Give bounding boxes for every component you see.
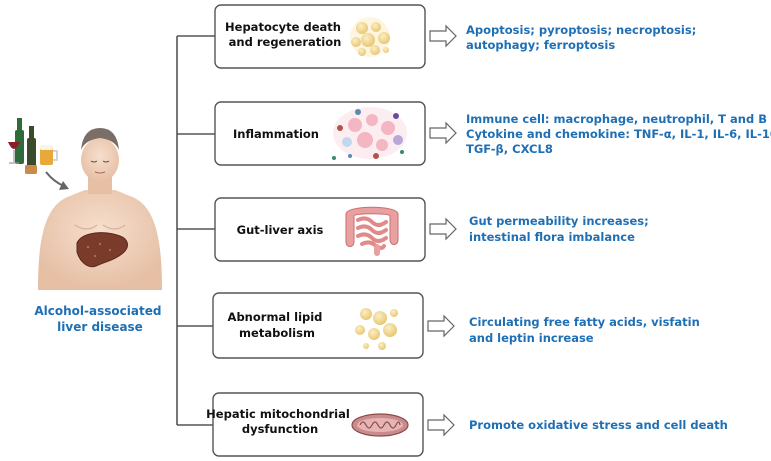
branch-hepatocyte-death: Hepatocyte death and regeneration Apopto… (214, 4, 700, 69)
branch-abnormal-lipid-metabolism: Abnormal lipid metabolism Circulating fr… (212, 292, 704, 359)
mechanism-label: Inflammation (233, 127, 319, 141)
mechanism-box (212, 392, 424, 457)
branch-inflammation: Inflammation Immune cell: macrophage, ne… (214, 101, 771, 166)
mechanism-label: Hepatic mitochondrial dysfunction (206, 407, 354, 436)
lipid-droplets-icon (355, 308, 398, 350)
liver-icon (76, 232, 128, 268)
arrow-right-icon (429, 24, 457, 48)
tree-connector (176, 35, 215, 426)
mechanism-label: Hepatocyte death and regeneration (225, 20, 345, 49)
immune-cells-icon (332, 107, 407, 160)
intestine-icon (345, 206, 399, 256)
hepatocyte-cells-icon (350, 17, 390, 57)
outcome-text: Immune cell: macrophage, neutrophil, T a… (466, 112, 771, 156)
disease-title: Alcohol-associated liver disease (34, 304, 165, 334)
human-body-icon (38, 128, 162, 290)
mechanism-label: Abnormal lipid metabolism (228, 310, 327, 340)
branch-mitochondrial-dysfunction: Hepatic mitochondrial dysfunction Promot… (206, 392, 728, 457)
mitochondrion-icon (351, 413, 409, 437)
outcome-text: Gut permeability increases; intestinal f… (469, 214, 653, 244)
mechanism-label: Gut-liver axis (237, 223, 324, 237)
arrow-to-body-icon (45, 171, 69, 190)
outcome-text: Apoptosis; pyroptosis; necroptosis; auto… (466, 23, 700, 52)
branch-gut-liver-axis: Gut-liver axis Gut permeability increase… (214, 197, 653, 262)
outcome-text: Promote oxidative stress and cell death (469, 418, 728, 432)
arrow-right-icon (427, 314, 455, 338)
arrow-right-icon (429, 217, 457, 241)
mechanism-box (212, 292, 424, 359)
alcohol-bottles-icon (8, 118, 58, 174)
arrow-right-icon (427, 413, 455, 437)
outcome-text: Circulating free fatty acids, visfatin a… (469, 315, 704, 345)
arrow-right-icon (429, 121, 457, 145)
